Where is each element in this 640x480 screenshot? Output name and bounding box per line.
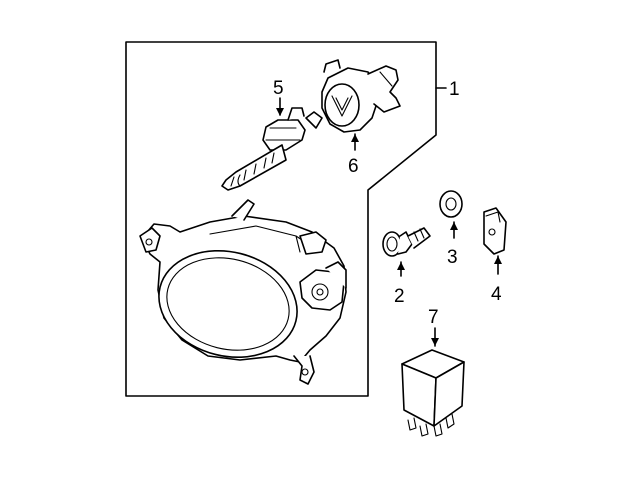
washer-icon[interactable] bbox=[439, 190, 463, 218]
callout-2-label: 2 bbox=[394, 286, 405, 307]
callout-3-label: 3 bbox=[447, 247, 458, 268]
callout-5[interactable]: 5 bbox=[273, 78, 284, 116]
module-icon[interactable] bbox=[401, 349, 465, 437]
callout-6[interactable]: 6 bbox=[348, 133, 359, 177]
callout-1[interactable]: 1 bbox=[435, 79, 460, 100]
callout-5-label: 5 bbox=[273, 78, 284, 99]
clip-icon[interactable] bbox=[483, 207, 507, 255]
screw-icon[interactable] bbox=[382, 227, 431, 257]
callout-1-label: 1 bbox=[449, 79, 460, 100]
callout-4[interactable]: 4 bbox=[491, 255, 502, 305]
callout-7[interactable]: 7 bbox=[428, 307, 439, 347]
callout-4-label: 4 bbox=[491, 284, 502, 305]
callout-2[interactable]: 2 bbox=[394, 261, 405, 307]
fog-lamp-icon[interactable] bbox=[139, 199, 347, 385]
socket-icon[interactable] bbox=[305, 59, 401, 133]
assembly-frame bbox=[125, 41, 437, 397]
callout-6-label: 6 bbox=[348, 156, 359, 177]
callout-7-label: 7 bbox=[428, 307, 439, 328]
callout-3[interactable]: 3 bbox=[447, 221, 458, 268]
bulb-icon[interactable] bbox=[221, 107, 306, 191]
